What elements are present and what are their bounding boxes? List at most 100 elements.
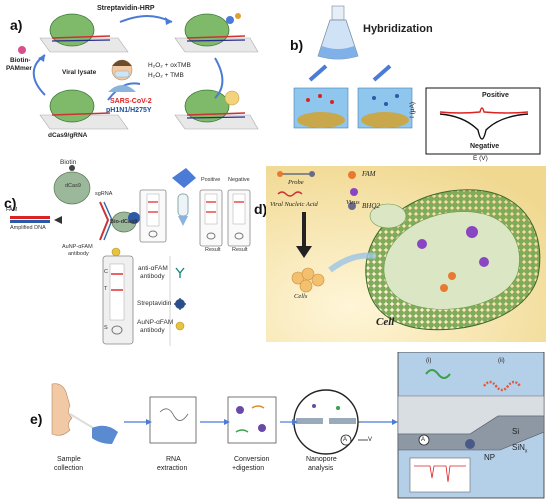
- probe-label: Probe: [288, 179, 304, 186]
- streptavidin-label: Streptavidin-HRP: [97, 5, 155, 12]
- cells-label: Cells: [294, 293, 308, 300]
- virus-icon-1: [466, 226, 478, 238]
- fam-label-c: FAM: [6, 207, 18, 213]
- conversion-box: [227, 396, 277, 444]
- legend-strep-label: Streptavidin: [137, 300, 172, 307]
- result-strip-negative: [227, 189, 251, 247]
- panel-d: d): [254, 166, 546, 342]
- amplified-dna-label: Amplified DNA: [10, 225, 46, 231]
- sgrna-label: sgRNA: [95, 191, 113, 197]
- positive-label: Positive: [482, 92, 509, 99]
- step2-label: RNA: [166, 456, 181, 463]
- s-pad-label: S: [104, 325, 108, 331]
- ammeter-icon: [340, 434, 352, 446]
- y-axis-label: I (μA): [409, 101, 416, 118]
- result-strip-positive: [199, 189, 223, 247]
- pammer-label: PAMmer: [6, 65, 32, 72]
- negative-label: Negative: [470, 143, 500, 150]
- si-label: Si: [512, 427, 520, 436]
- amplified-dna-strand: [10, 216, 50, 219]
- patient-icon: [108, 59, 136, 92]
- panel-c: c): [0, 159, 262, 355]
- voltammogram-frame: [425, 87, 541, 155]
- panel-e-label: e): [30, 411, 43, 427]
- negative-result-label-2: Result: [232, 247, 248, 253]
- arrow-lysate: [107, 82, 141, 101]
- legend-aunp-label-2: antibody: [140, 327, 165, 334]
- sars-label: SARS-CoV-2: [110, 98, 152, 105]
- sin-text: SiN: [512, 443, 525, 452]
- negative-curve: [439, 113, 529, 140]
- sensor-platform-bottom-right: [174, 89, 259, 130]
- nanoparticle: [465, 439, 475, 449]
- panel-b-label: b): [290, 37, 304, 53]
- legend-anti-label: anti-αFAM: [138, 265, 168, 272]
- bio-dcas-label: Bio-dCas9: [110, 219, 138, 225]
- panel-c-label: c): [4, 195, 17, 211]
- ph1n1-label: pH1N1/H275Y: [106, 107, 152, 114]
- sensor-platform-bottom-left: [39, 89, 129, 130]
- dropper-icon: [172, 168, 196, 226]
- cell-label: Cell: [376, 316, 395, 328]
- cells-cluster: [291, 267, 325, 293]
- aunp-legend-icon: [175, 321, 185, 331]
- dcas9-protein: [53, 171, 91, 205]
- step4b-label: analysis: [308, 465, 334, 472]
- biotin-label-c: Biotin: [60, 159, 77, 166]
- negative-result-label: Negative: [228, 177, 250, 183]
- bhq2-label: BHQ2: [362, 202, 380, 210]
- panel-d-illustration: [266, 166, 546, 342]
- strand-i-label: (i): [426, 358, 432, 364]
- flask-icon: [317, 5, 359, 60]
- panel-a-label: a): [10, 17, 23, 33]
- sin-layer: [397, 415, 545, 451]
- sensor-platform-top-right: [174, 13, 259, 53]
- a-detail-label: A: [421, 437, 426, 443]
- step3-label: Conversion: [234, 456, 270, 463]
- electrode-chip-2: [357, 87, 413, 129]
- h2o2-oxtmb-label: H₂O₂ + oxTMB: [148, 62, 191, 69]
- virus-label: Virus: [346, 199, 360, 206]
- step1b-label: collection: [54, 465, 84, 472]
- panel-b-illustration: [293, 5, 541, 155]
- h2o2-tmb-label: H₂O₂ + TMB: [148, 72, 184, 79]
- virus-legend-icon: [350, 188, 358, 196]
- positive-result-label-2: Result: [205, 247, 221, 253]
- hybridization-title: Hybridization: [363, 23, 433, 35]
- step2b-label: extraction: [157, 465, 188, 472]
- cell-interior: [383, 211, 520, 310]
- legend-strip: [102, 255, 134, 345]
- fam-signal-1: [448, 272, 456, 280]
- strand-ii: [483, 380, 521, 392]
- step3b-label: +digestion: [232, 465, 265, 472]
- panel-d-label: d): [254, 201, 268, 217]
- virus-icon-2: [479, 257, 489, 267]
- a-meter-label: A: [343, 437, 348, 443]
- strand-i: [425, 369, 451, 379]
- viral-na-label: Viral Nucleic Acid: [270, 201, 318, 208]
- bhq2-legend-icon: [348, 202, 356, 210]
- lateral-flow-strip-main: [139, 189, 167, 243]
- current-trace-inset: [409, 457, 471, 493]
- electrode-chip-1: [293, 87, 349, 129]
- aunp-antibody-label: antibody: [68, 251, 89, 257]
- anti-fam-icon: [175, 267, 185, 278]
- streptavidin-icon: [174, 298, 186, 310]
- positive-result-label: Positive: [201, 177, 221, 183]
- dcas-label: dCas9/gRNA: [48, 132, 88, 139]
- fam-legend-icon: [348, 171, 356, 179]
- aunp-icon: [111, 247, 121, 257]
- x-axis-label: E (V): [473, 155, 488, 162]
- sin-subscript: x: [524, 448, 528, 455]
- biotin-pammer-icon: [18, 46, 26, 54]
- dcas9-label: dCas9: [65, 183, 81, 189]
- c-line-label: C: [104, 269, 108, 275]
- sin-label: SiNx: [512, 444, 527, 455]
- panel-e-illustration: [51, 352, 545, 499]
- step4-label: Nanopore: [306, 456, 337, 463]
- panel-a: a): [0, 0, 260, 150]
- rna-extraction-box: [149, 396, 197, 444]
- sensor-platform-top-left: [39, 13, 129, 53]
- virus-icon-3: [417, 239, 427, 249]
- panel-e: e): [0, 352, 546, 499]
